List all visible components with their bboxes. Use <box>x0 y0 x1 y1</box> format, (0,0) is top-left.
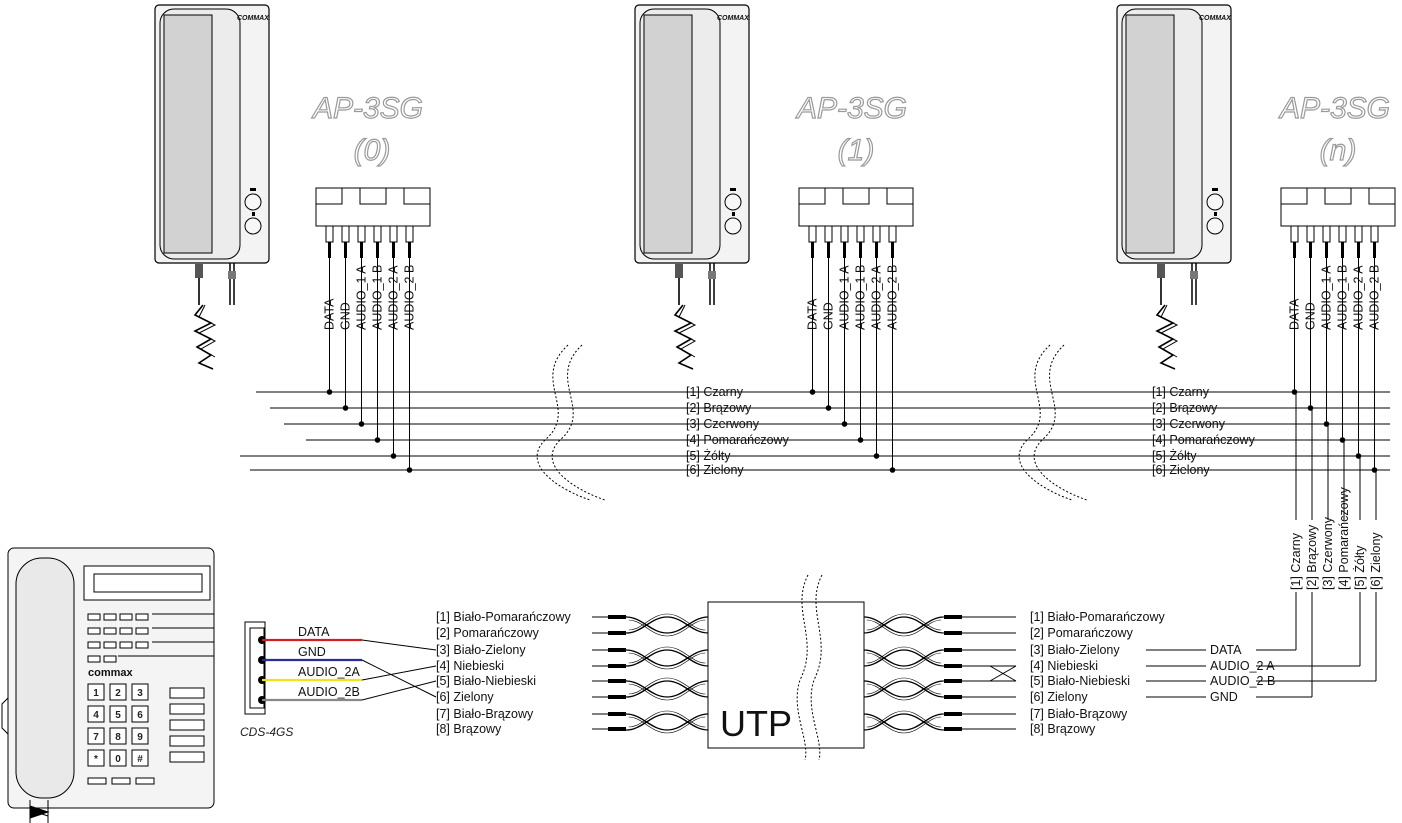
bus-label-right-4: [4] Pomarańczowy <box>1152 433 1256 447</box>
utp-right-pair-4: [4] Niebieski <box>1030 659 1098 673</box>
keypad-key: # <box>137 754 143 765</box>
break-mark-1 <box>536 344 606 501</box>
right-signal-2: AUDIO_2 B <box>1210 674 1275 688</box>
junction-dot <box>390 453 397 459</box>
junction-dot <box>374 437 381 443</box>
bus-label-right-5: [5] Żółty <box>1152 449 1197 463</box>
connector-1 <box>798 187 914 259</box>
keypad-key: 1 <box>93 688 99 699</box>
cds-terminal-4: AUDIO_2B <box>298 685 360 699</box>
guard-unit-brand: commax <box>88 667 134 679</box>
vertical-wire-labels: [1] Czarny[2] Brązowy[3] Czerwony[4] Pom… <box>1289 392 1383 590</box>
bus-label-mid-6: [6] Zielony <box>686 463 744 477</box>
utp-right-pair-7: [7] Biało-Brązowy <box>1030 707 1128 721</box>
junction-dot <box>889 467 896 473</box>
junction-dot <box>326 389 333 395</box>
monitor-n-index: (n) <box>1320 134 1357 167</box>
junction-dot <box>358 421 365 427</box>
utp-left-pair-4: [4] Niebieski <box>436 659 504 673</box>
keypad-key: 7 <box>93 732 99 743</box>
monitor-0-index: (0) <box>354 134 391 167</box>
utp-right-pair-2: [2] Pomarańczowy <box>1030 626 1134 640</box>
bus-label-right-1: [1] Czarny <box>1152 385 1210 399</box>
monitor-1-model: AP-3SG <box>795 92 907 125</box>
monitor-n-model: AP-3SG <box>1278 92 1390 125</box>
wire-bus: [1] Czarny [1] Czarny [2] Brązowy [2] Brązo… <box>240 258 1390 477</box>
utp-left-pair-6: [6] Zielony <box>436 690 494 704</box>
keypad-key: 2 <box>115 688 121 699</box>
vertical-wire-label-4: [4] Pomarańczowy <box>1337 486 1351 590</box>
cds-terminal-1: DATA <box>298 625 330 639</box>
bus-label-right-2: [2] Brązowy <box>1152 401 1218 415</box>
cds-terminal-2: GND <box>298 645 326 659</box>
utp-label: UTP <box>720 703 792 744</box>
junction-dot <box>825 405 832 411</box>
monitor-0: COMMAX <box>154 4 270 370</box>
junction-dot <box>406 467 413 473</box>
keypad-key: 6 <box>137 710 143 721</box>
vertical-wire-label-2: [2] Brązowy <box>1305 524 1319 590</box>
junction-dot <box>841 421 848 427</box>
utp-right-pair-6: [6] Zielony <box>1030 690 1088 704</box>
right-signal-0: DATA <box>1210 643 1242 657</box>
monitor-1-index: (1) <box>838 134 875 167</box>
utp-left-pair-7: [7] Biało-Brązowy <box>436 707 534 721</box>
keypad-key: 3 <box>137 688 143 699</box>
vertical-wire-label-3: [3] Czerwony <box>1321 516 1335 590</box>
vertical-wire-label-1: [1] Czarny <box>1289 532 1303 590</box>
utp-left-pair-8: [8] Brązowy <box>436 722 502 736</box>
bus-label-mid-1: [1] Czarny <box>686 385 744 399</box>
right-signal-3: GND <box>1210 690 1238 704</box>
utp-right-pair-3: [3] Biało-Zielony <box>1030 643 1120 657</box>
bus-label-right-3: [3] Czerwony <box>1152 417 1226 431</box>
cds-model-label: CDS-4GS <box>240 725 293 739</box>
utp-right-pair-8: [8] Brązowy <box>1030 722 1096 736</box>
monitor-1-brand: COMMAX <box>717 15 750 22</box>
connector-n <box>1280 187 1396 259</box>
keypad-key: 5 <box>115 710 121 721</box>
monitor-n-brand: COMMAX <box>1199 15 1232 22</box>
monitor-0-brand: COMMAX <box>237 15 270 22</box>
utp-left-pair-3: [3] Biało-Zielony <box>436 643 526 657</box>
bus-label-mid-4: [4] Pomarańczowy <box>686 433 790 447</box>
utp-cross-wires <box>989 665 1017 682</box>
bus-label-mid-2: [2] Brązowy <box>686 401 752 415</box>
connector-0 <box>315 187 431 259</box>
junction-dot <box>873 453 880 459</box>
cds-terminal-block: DATA GND AUDIO_2A AUDIO_2B CDS-4GS <box>240 621 437 739</box>
vertical-wire-label-5: [5] Żółty <box>1353 545 1367 590</box>
keypad-key: 9 <box>137 732 143 743</box>
utp-left-pair-1: [1] Biało-Pomarańczowy <box>436 610 572 624</box>
junction-dot <box>342 405 349 411</box>
bus-label-mid-5: [5] Żółty <box>686 449 731 463</box>
monitor-0-model: AP-3SG <box>311 92 423 125</box>
guard-unit: commax 1 2 3 4 5 6 7 8 9 * 0 # <box>1 547 215 823</box>
bus-label-mid-3: [3] Czerwony <box>686 417 760 431</box>
bus-label-right-6: [6] Zielony <box>1152 463 1210 477</box>
keypad-key: * <box>94 754 98 765</box>
vertical-wire-label-6: [6] Zielony <box>1369 532 1383 590</box>
utp-cable: UTP [1] Biało-Pomarańczowy [2] Pomarańczo… <box>436 574 1166 761</box>
keypad-key: 4 <box>93 710 99 721</box>
utp-left-pair-5: [5] Biało-Niebieski <box>436 674 536 688</box>
utp-right-pair-1: [1] Biało-Pomarańczowy <box>1030 610 1166 624</box>
junction-dot <box>857 437 864 443</box>
monitor-n: COMMAX <box>1116 4 1232 370</box>
cds-terminal-3: AUDIO_2A <box>298 665 360 679</box>
utp-right-pair-5: [5] Biało-Niebieski <box>1030 674 1130 688</box>
keypad-key: 8 <box>115 732 121 743</box>
monitor-1: COMMAX <box>634 4 750 370</box>
break-mark-2 <box>1018 344 1088 501</box>
utp-left-pair-2: [2] Pomarańczowy <box>436 626 540 640</box>
keypad-key: 0 <box>115 754 121 765</box>
junction-dot <box>809 389 816 395</box>
right-signal-1: AUDIO_2 A <box>1210 659 1275 673</box>
